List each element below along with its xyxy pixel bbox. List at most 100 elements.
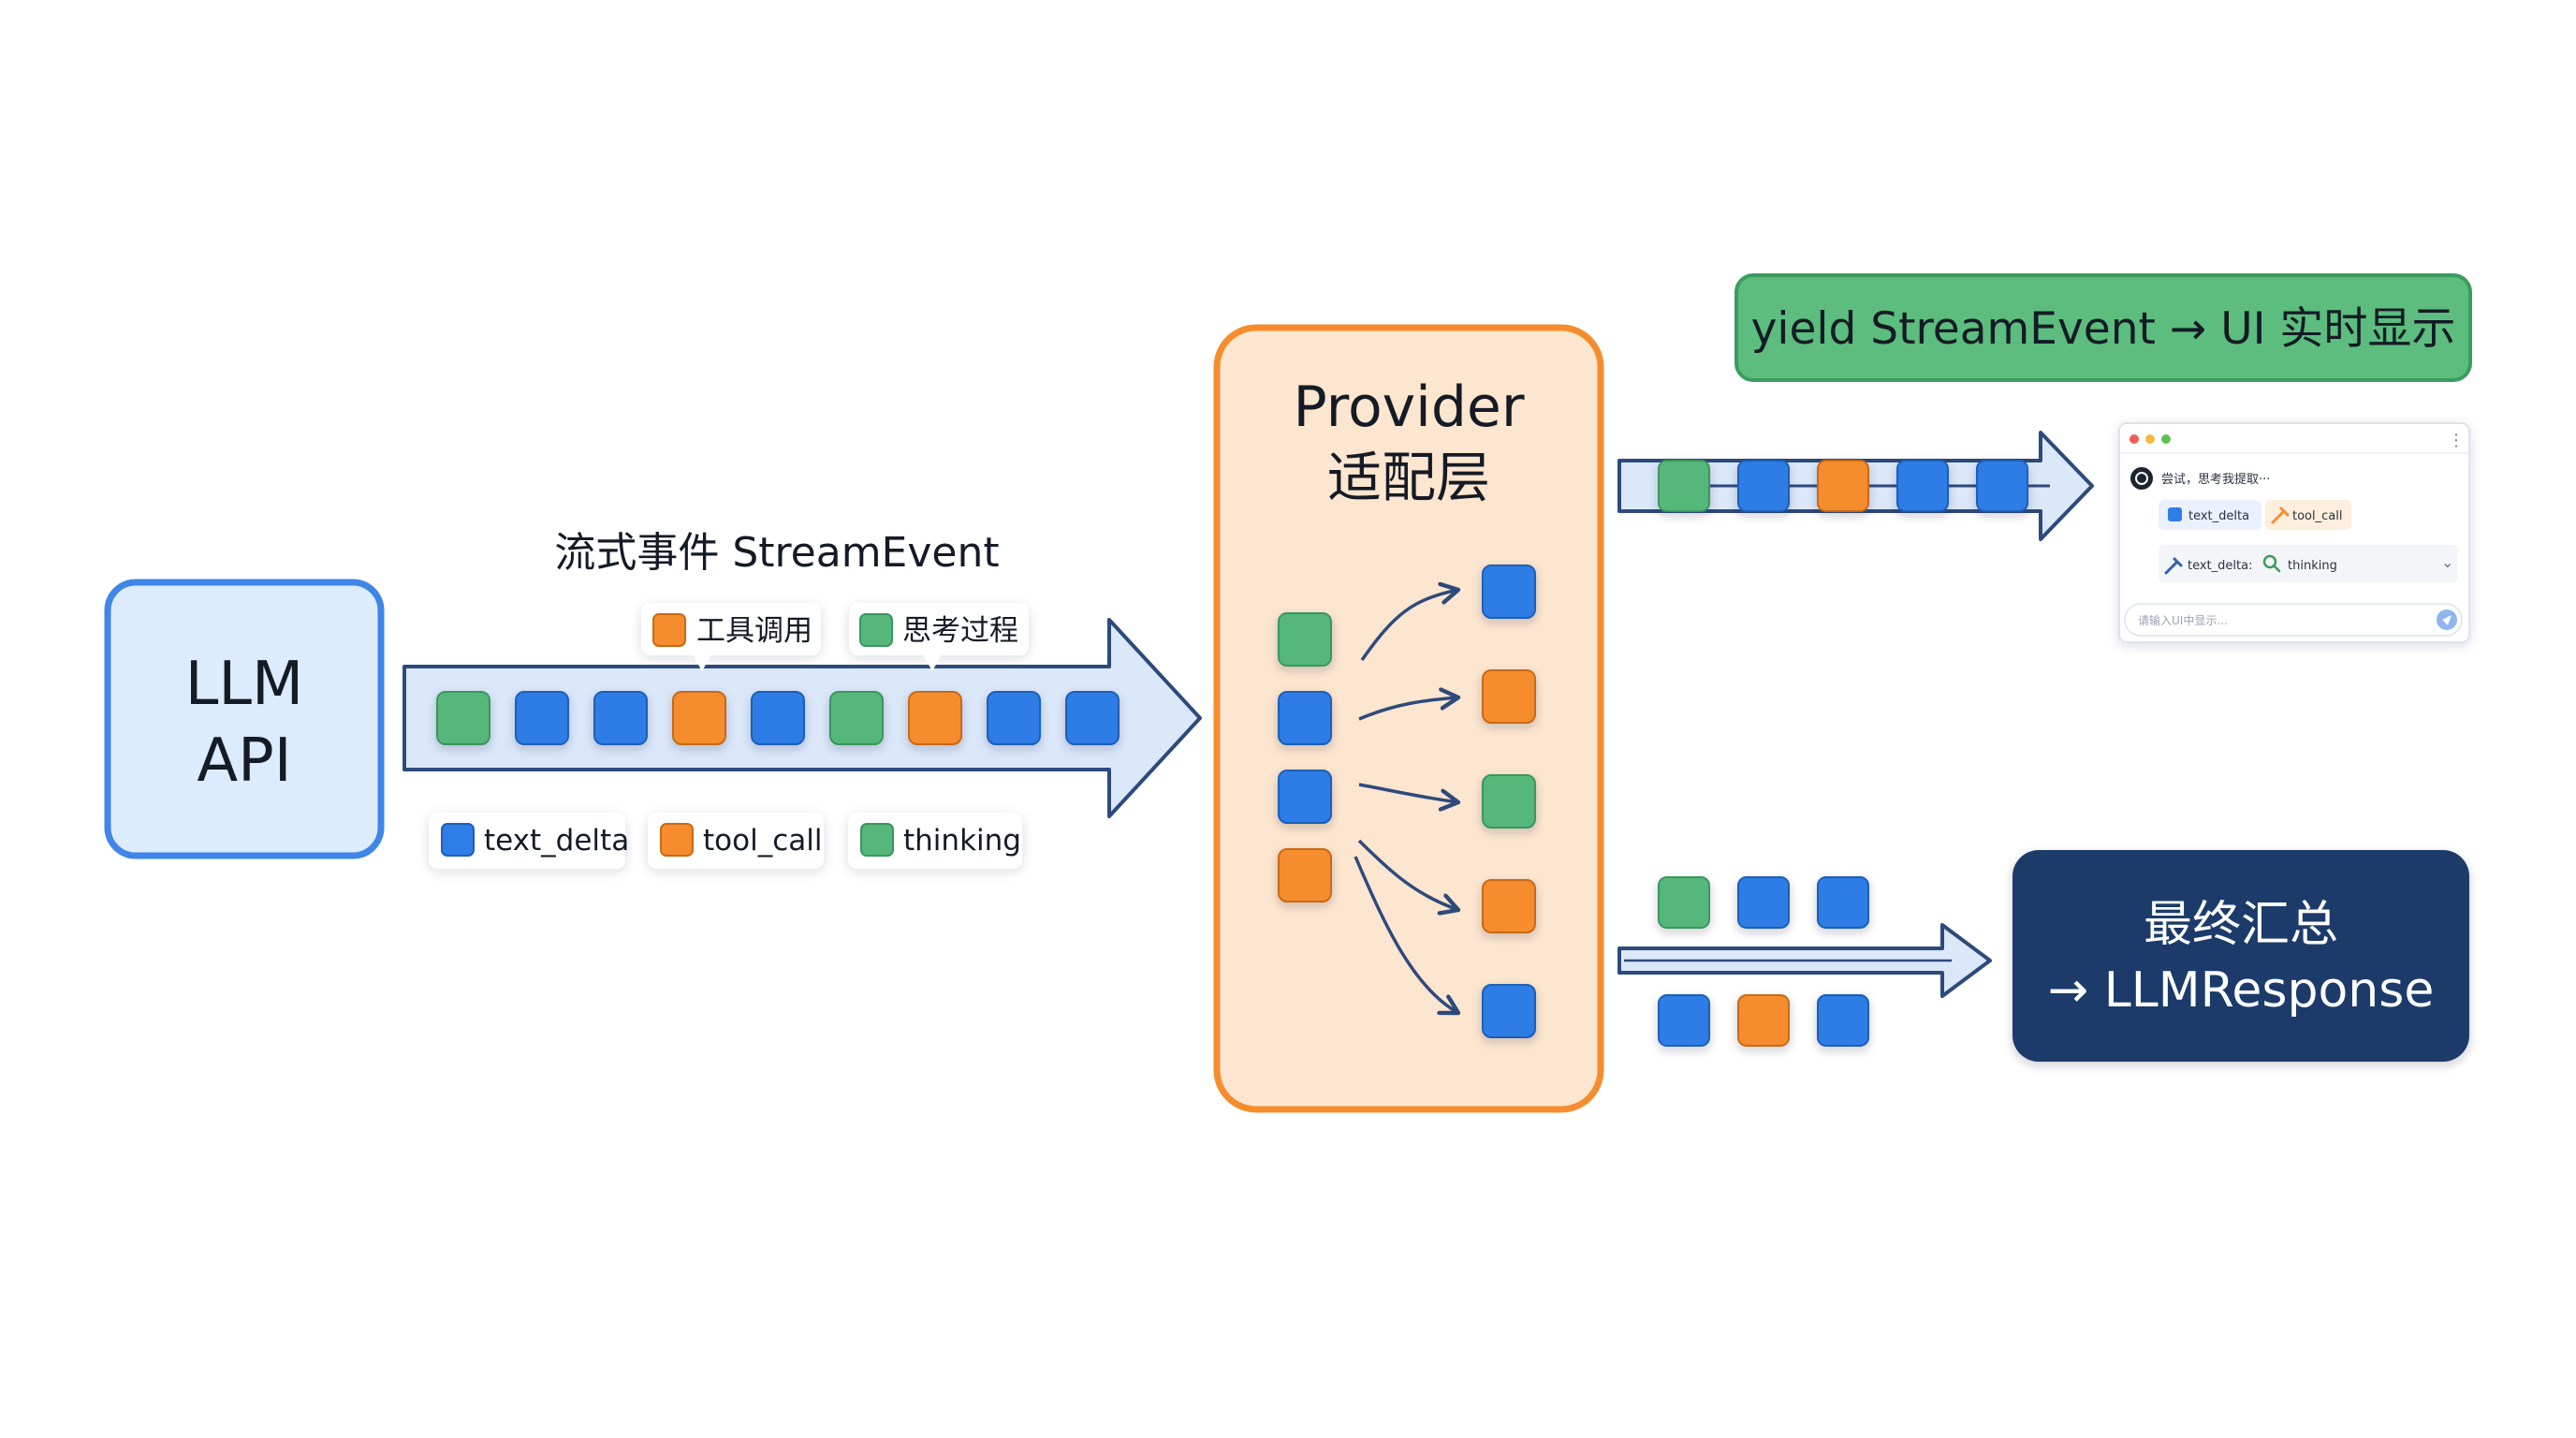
provider-curves (1354, 590, 1458, 1013)
thinking-row[interactable] (2159, 545, 2458, 582)
legend-thinking-label: thinking (903, 824, 1021, 858)
assistant-avatar-icon (2130, 467, 2153, 490)
thinking-row-label2: thinking (2288, 559, 2337, 573)
top-stream-block (1658, 460, 1710, 512)
final-response-label-line2: → LLMResponse (2048, 962, 2435, 1019)
window-close-dot[interactable] (2130, 434, 2139, 444)
stream-block (593, 691, 648, 745)
legend-thinking: thinking (848, 813, 1022, 869)
chip-text-delta-label: text_delta (2188, 509, 2249, 523)
stream-blocks (436, 691, 1120, 745)
provider-output-block (1482, 984, 1536, 1038)
provider-label-line1: Provider (1293, 374, 1524, 440)
bottom-block-row2 (1658, 994, 1710, 1047)
thinking-row-label1: text_delta: (2188, 559, 2252, 573)
legend-thinking-swatch (860, 823, 894, 857)
provider-output-block (1482, 774, 1536, 829)
chat-input-field[interactable] (2124, 603, 2463, 637)
chat-preview-window: ⋮ 尝试，思考我提取··· text_delta tool_call text_… (2118, 422, 2470, 643)
stream-block (672, 691, 726, 745)
chat-preview-frame (2118, 422, 2470, 643)
provider-node: Provider 适配层 (1213, 324, 1604, 1113)
provider-input-blocks (1278, 612, 1332, 902)
stream-block (1065, 691, 1120, 745)
chat-input-placeholder: 请输入UI中显示... (2138, 613, 2228, 627)
callout-tool-call-swatch (652, 613, 686, 647)
yield-stream-box (1734, 273, 2472, 382)
stream-block (829, 691, 884, 745)
top-stream-block (1976, 460, 2028, 512)
legend-tool-call: tool_call (648, 813, 824, 869)
legend-tool-call-label: tool_call (703, 824, 822, 858)
bottom-stream-blocks (1658, 876, 1869, 1047)
top-stream-block (1737, 460, 1790, 512)
magnifier-icon (2262, 554, 2281, 573)
send-icon (2442, 615, 2452, 625)
callout-tool-call-pointer (693, 654, 711, 671)
provider-input-block (1278, 691, 1332, 745)
provider-output-block (1482, 565, 1536, 619)
top-stream-block (1896, 460, 1949, 512)
legend-text-delta-box (429, 813, 625, 869)
stream-block (436, 691, 490, 745)
callout-thinking-box (849, 603, 1029, 655)
bottom-block-row1 (1658, 876, 1710, 929)
provider-output-blocks (1482, 565, 1536, 1038)
top-stream-blocks (1658, 460, 2028, 512)
callout-thinking: 思考过程 (849, 603, 1029, 671)
chip-text-delta-swatch (2168, 507, 2182, 521)
curve-arrow-4 (1357, 839, 1458, 910)
tool-wrench-icon (2164, 557, 2183, 575)
stream-block (751, 691, 805, 745)
provider-input-block (1278, 770, 1332, 824)
final-response-label-line1: 最终汇总 (2144, 897, 2338, 953)
bottom-block-row1 (1817, 876, 1869, 929)
curve-arrow-2 (1358, 697, 1458, 721)
provider-output-block (1482, 669, 1536, 724)
window-maximize-dot[interactable] (2161, 434, 2171, 444)
curve-arrow-5 (1354, 856, 1458, 1013)
provider-input-block (1278, 848, 1332, 902)
legend-text-delta-label: text_delta (484, 824, 629, 858)
provider-output-block (1482, 879, 1536, 933)
legend-text-delta-swatch (441, 823, 475, 857)
legend-text-delta: text_delta (429, 813, 629, 869)
callout-tool-call-label: 工具调用 (696, 614, 812, 648)
yield-stream-node: yield StreamEvent → UI 实时显示 (1734, 273, 2472, 382)
bottom-block-row1 (1737, 876, 1790, 929)
stream-block (987, 691, 1041, 745)
provider-label-line2: 适配层 (1327, 446, 1490, 509)
window-minimize-dot[interactable] (2145, 434, 2155, 444)
chip-text-delta (2159, 500, 2261, 530)
top-stream-block (1817, 460, 1869, 512)
callout-thinking-swatch (859, 613, 893, 647)
bottom-block-row2 (1817, 994, 1869, 1047)
bottom-block-row2 (1737, 994, 1790, 1047)
yield-stream-label: yield StreamEvent → UI 实时显示 (1751, 303, 2456, 355)
stream-title: 流式事件 StreamEvent (554, 529, 999, 577)
llm-api-node: LLM API (104, 579, 385, 859)
llm-api-box (104, 579, 385, 859)
callout-thinking-label: 思考过程 (902, 614, 1018, 648)
wrench-icon (2271, 506, 2290, 524)
chat-message-text: 尝试，思考我提取··· (2161, 472, 2270, 487)
curve-arrow-3 (1358, 783, 1458, 802)
llm-api-label-line1: LLM (185, 650, 304, 719)
callout-tool-call-box (641, 603, 821, 655)
final-response-node: 最终汇总 → LLMResponse (2012, 850, 2469, 1062)
llm-api-label-line2: API (197, 726, 291, 796)
chevron-down-icon[interactable]: ⌄ (2441, 553, 2453, 571)
stream-block (908, 691, 962, 745)
more-menu-icon[interactable]: ⋮ (2448, 431, 2465, 450)
legend-tool-call-swatch (660, 823, 694, 857)
callout-tool-call: 工具调用 (641, 603, 821, 671)
curve-arrow-1 (1360, 590, 1458, 662)
callout-thinking-pointer (923, 654, 942, 671)
chip-tool-call-label: tool_call (2292, 509, 2342, 523)
provider-input-block (1278, 612, 1332, 667)
final-response-box (2012, 850, 2469, 1062)
stream-block (515, 691, 569, 745)
chip-tool-call (2265, 500, 2351, 530)
